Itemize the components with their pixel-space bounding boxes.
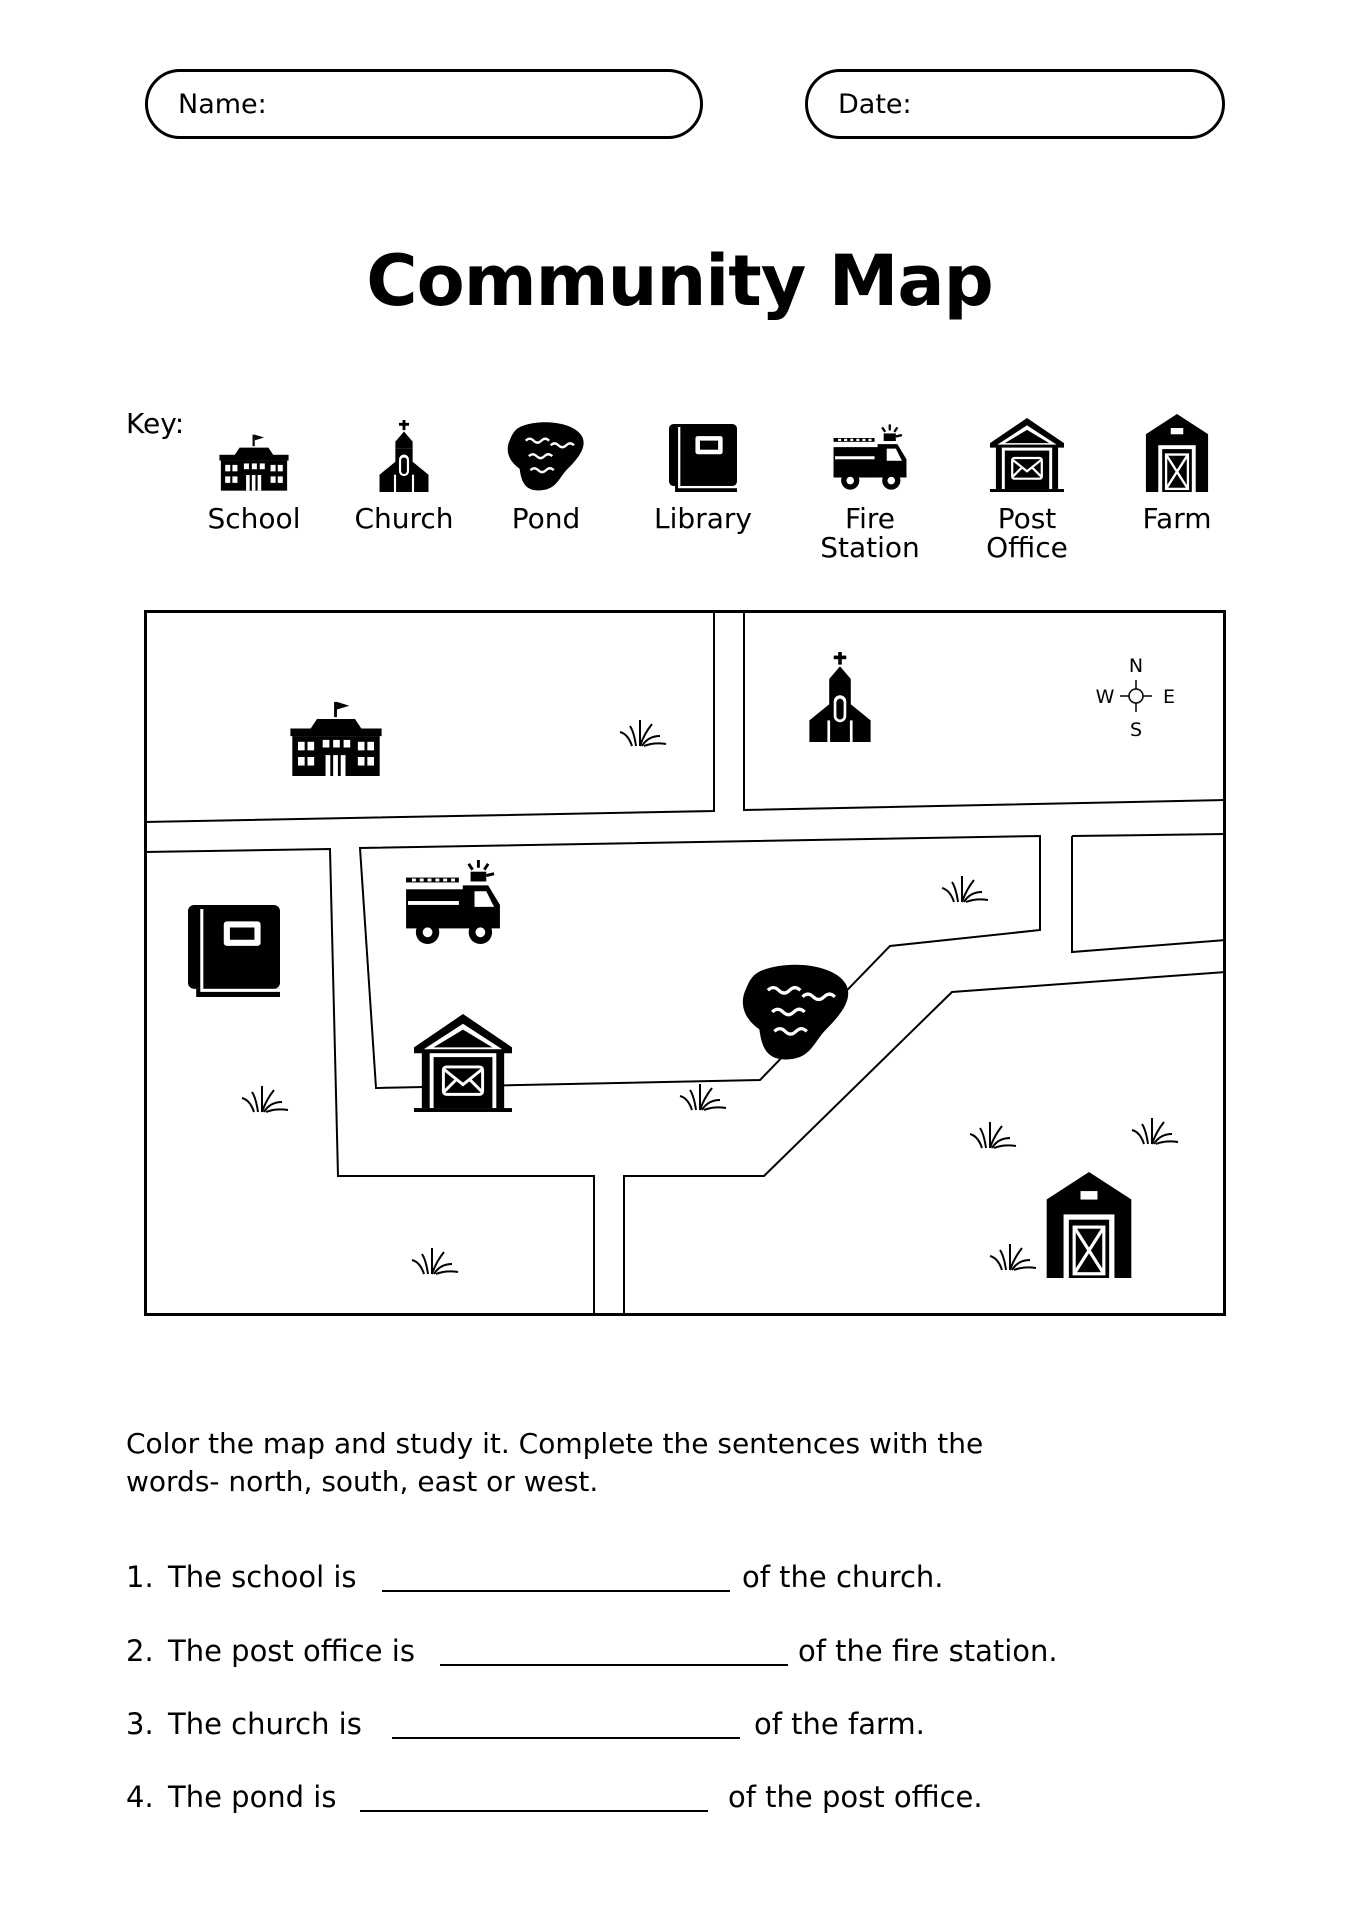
name-label: Name:: [178, 89, 267, 120]
school-icon: [218, 432, 290, 492]
key-item-pond: Pond: [476, 432, 616, 533]
answer-blank[interactable]: [392, 1707, 740, 1739]
key-label-farm: Farm: [1142, 502, 1212, 535]
name-field[interactable]: Name:: [145, 69, 703, 139]
key-item-church: Church: [334, 432, 474, 533]
farm-icon: [1145, 414, 1209, 492]
post-office-icon: [990, 418, 1064, 492]
key-item-fire-station: Fire Station: [800, 432, 940, 562]
date-label: Date:: [838, 89, 912, 120]
key-label-pond: Pond: [511, 502, 581, 535]
church-icon: [374, 420, 434, 492]
question-text-after: of the farm.: [754, 1707, 925, 1741]
key-item-library: Library: [633, 432, 773, 533]
compass-west: W: [1096, 686, 1115, 708]
key-label-church: Church: [354, 502, 454, 535]
fire-station-icon: [832, 422, 908, 492]
question-text-after: of the church.: [742, 1560, 944, 1594]
answer-blank[interactable]: [360, 1780, 708, 1812]
page-title: Community Map: [366, 240, 993, 322]
compass-east: E: [1163, 686, 1175, 708]
question-text-after: of the post office.: [728, 1780, 983, 1814]
key-label-post-office: Post Office: [986, 502, 1068, 564]
map-library-icon: [188, 905, 280, 997]
question-text-before: The post office is: [168, 1634, 415, 1668]
key-item-post-office: Post Office: [957, 432, 1097, 562]
key-item-farm: Farm: [1107, 432, 1247, 533]
instructions-text: Color the map and study it. Complete the…: [126, 1427, 984, 1498]
date-field[interactable]: Date:: [805, 69, 1225, 139]
compass-north: N: [1129, 655, 1143, 677]
question-number: 3.: [126, 1707, 154, 1741]
community-map: N S E W: [144, 610, 1226, 1316]
answer-blank[interactable]: [382, 1560, 730, 1592]
key-label-school: School: [207, 502, 301, 535]
question-number: 1.: [126, 1560, 154, 1594]
map-roads: [144, 610, 1226, 1316]
key-label: Key:: [126, 407, 185, 440]
compass-rose: N S E W: [1096, 655, 1175, 741]
question-text-before: The pond is: [168, 1780, 337, 1814]
pond-icon: [507, 422, 585, 492]
question-number: 4.: [126, 1780, 154, 1814]
answer-blank[interactable]: [440, 1634, 788, 1666]
key-item-school: School: [184, 432, 324, 533]
key-label-library: Library: [654, 502, 752, 535]
question-text-before: The church is: [168, 1707, 362, 1741]
key-label-fire-station: Fire Station: [820, 502, 920, 564]
compass-south: S: [1130, 719, 1142, 741]
question-text-before: The school is: [168, 1560, 357, 1594]
question-number: 2.: [126, 1634, 154, 1668]
question-text-after: of the fire station.: [798, 1634, 1058, 1668]
library-icon: [669, 424, 737, 492]
